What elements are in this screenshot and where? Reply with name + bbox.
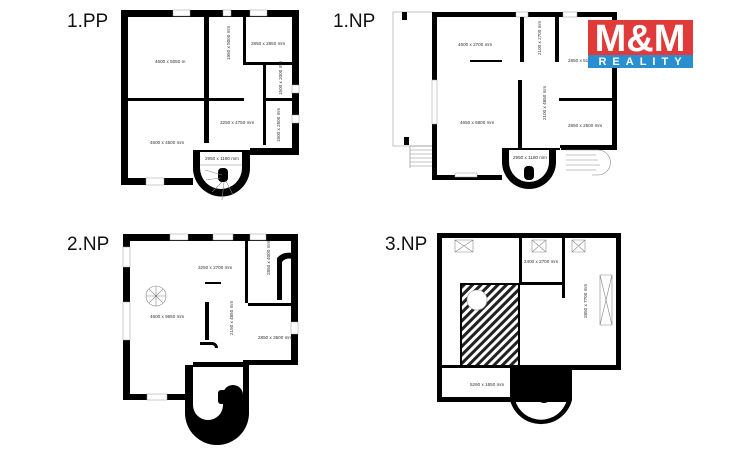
svg-text:M&M: M&M <box>595 18 686 60</box>
room-labels: 2400 x 2700 mm 2850 x 7700 mm 5260 x 165… <box>470 259 588 387</box>
room-label: 3250 x 2700 mm <box>198 265 232 270</box>
room-label: 4650 x 6800 mm <box>460 120 494 125</box>
room-label: 2150 x 4850 mm <box>229 301 234 335</box>
room-label: 5260 x 1650 mm <box>470 382 504 387</box>
room-labels: 4600 x 2700 mm 2100 x 2700 mm 2850 x 510… <box>458 21 602 160</box>
room-label: 2850 x 7700 mm <box>583 284 588 318</box>
floor-plan-1np: 1.NP 4600 x 2700 mm 2100 x 2700 mm 2850 … <box>333 11 617 189</box>
floor-plan-1pp: 1.PP 4600 x 5050 m 1950 x 5000 mm 2850 x… <box>67 9 300 201</box>
room-label: 2850 x 4000 mm <box>266 241 271 275</box>
floor-plan-3np: 3.NP 2400 x 2700 mm 2850 x 7700 mm 5260 … <box>385 233 621 425</box>
mm-reality-logo: M&M REALITY <box>588 18 693 68</box>
room-label: 1500 x 2000 mm <box>278 61 283 95</box>
floor-title: 2.NP <box>67 234 109 255</box>
svg-text:REALITY: REALITY <box>598 56 687 68</box>
floor-title: 1.PP <box>67 11 108 32</box>
floor-title: 3.NP <box>385 234 427 255</box>
room-label: 4600 x 5050 m <box>155 59 186 64</box>
room-label: 2400 x 2700 mm <box>524 259 558 264</box>
room-label: 2850 x 510 <box>568 58 591 63</box>
room-label: 1950 x 5000 mm <box>226 26 231 60</box>
room-label: 2100 x 2700 mm <box>537 21 542 55</box>
floor-plan-2np: 2.NP 3250 x 2700 mm 2850 x 4000 mm 4600 … <box>67 233 299 445</box>
room-label: 2100 x 4850 mm <box>542 86 547 120</box>
room-label: 2850 x 2500 mm <box>568 123 602 128</box>
room-label: 1500 x 2500 mm <box>276 108 281 142</box>
room-label: 4600 x 4500 mm <box>150 140 184 145</box>
room-label: 2950 x 1180 mm <box>513 155 547 160</box>
room-label: 4600 x 9650 mm <box>150 314 184 319</box>
floor-title: 1.NP <box>333 11 375 32</box>
room-label: 3250 x 4750 mm <box>220 120 254 125</box>
room-labels: 3250 x 2700 mm 2850 x 4000 mm 4600 x 965… <box>150 241 292 340</box>
room-label: 2950 x 1180 mm <box>205 156 239 161</box>
room-labels: 4600 x 5050 m 1950 x 5000 mm 2850 x 2850… <box>150 26 285 161</box>
room-label: 2850 x 2850 mm <box>251 41 285 46</box>
room-label: 2850 x 3600 mm <box>258 335 292 340</box>
room-label: 4600 x 2700 mm <box>458 42 492 47</box>
